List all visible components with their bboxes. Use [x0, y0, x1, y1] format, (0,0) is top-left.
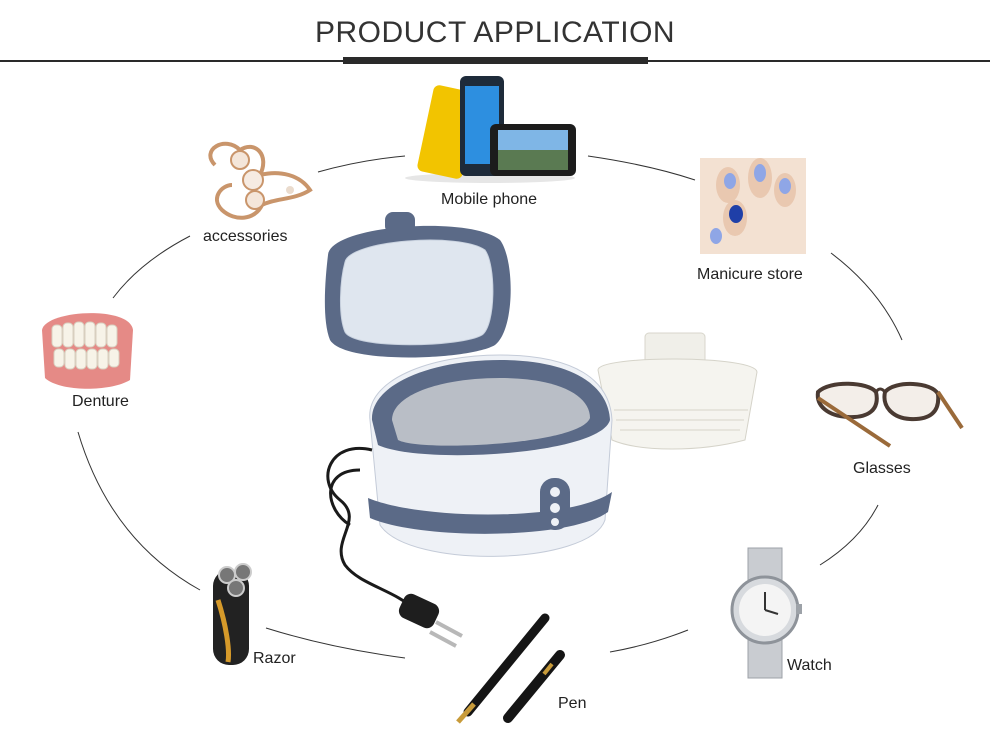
label-accessories: accessories [203, 228, 288, 245]
power-cord-image [326, 446, 417, 612]
brooch-image [208, 141, 313, 220]
manicure-image [700, 158, 806, 254]
label-glasses: Glasses [853, 460, 911, 477]
glasses-image [815, 381, 964, 448]
label-razor: Razor [253, 650, 296, 667]
label-watch: Watch [787, 657, 832, 674]
pen-image [456, 613, 565, 724]
label-pen: Pen [558, 695, 587, 712]
page-title: PRODUCT APPLICATION [314, 16, 676, 49]
basket-image [597, 332, 758, 450]
label-mobile-phone: Mobile phone [441, 191, 538, 208]
label-manicure-store: Manicure store [697, 266, 803, 283]
denture-image [42, 313, 133, 389]
razor-image [213, 563, 252, 665]
title-accent-bar [343, 57, 648, 64]
ultrasonic-cleaner-image [324, 212, 613, 557]
watch-image [730, 547, 802, 679]
connector-lines [77, 155, 903, 659]
plug-image [398, 593, 463, 648]
label-denture: Denture [72, 393, 129, 410]
mobile-phone-image [405, 76, 576, 183]
